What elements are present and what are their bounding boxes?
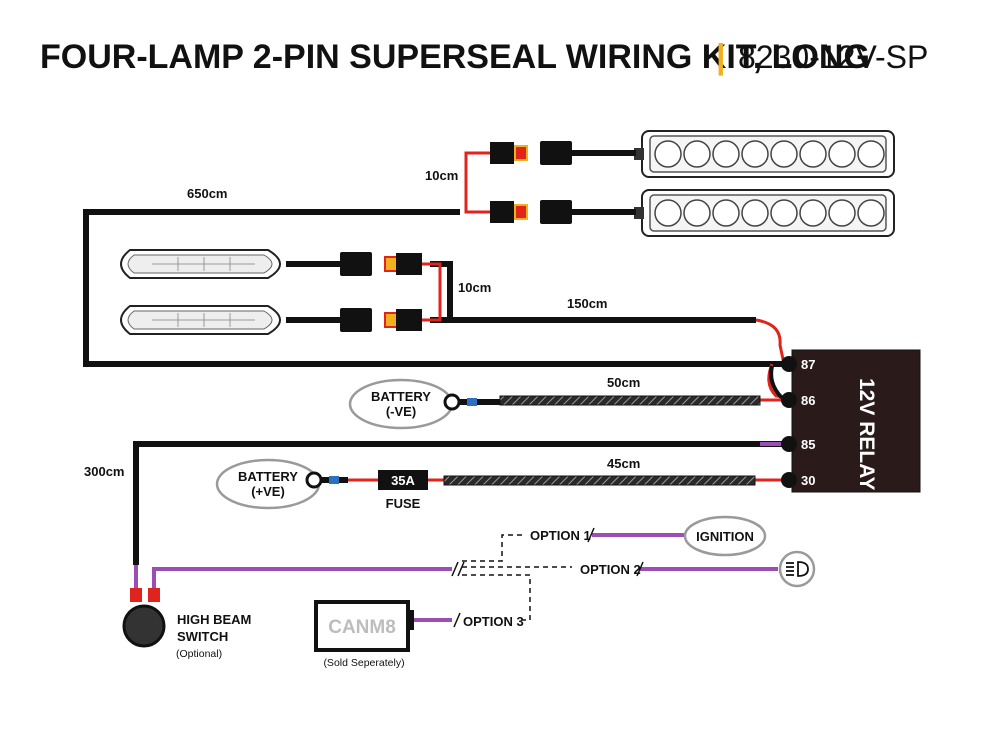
relay-label: 12V RELAY <box>855 378 878 490</box>
length-battery-positive: 45cm <box>607 456 640 471</box>
purple-wires <box>134 442 792 622</box>
superseal-connector-icon <box>340 308 422 332</box>
battery-negative-line2: (-VE) <box>386 404 416 419</box>
light-bar-top-1 <box>634 130 895 178</box>
light-bar-top-2 <box>634 189 895 237</box>
fuse-rating: 35A <box>391 473 415 488</box>
sleeve-battery-negative <box>499 395 761 406</box>
superseal-connector-icon <box>490 141 572 165</box>
relay-pin-87-label: 87 <box>801 357 815 372</box>
switch-label-line2: SWITCH <box>177 629 228 644</box>
sleeve-battery-positive <box>443 475 756 486</box>
relay-pin-87: 87 <box>781 356 815 372</box>
switch-label-line1: HIGH BEAM <box>177 612 251 627</box>
length-switch-lead: 300cm <box>84 464 124 479</box>
lamp-lower-2 <box>120 305 281 335</box>
switch-note: (Optional) <box>176 648 222 660</box>
superseal-connector-icon <box>340 252 422 276</box>
battery-negative-line1: BATTERY <box>371 389 431 404</box>
option-1-label: OPTION 1 <box>530 528 591 543</box>
battery-positive: BATTERY (+VE) <box>215 458 348 510</box>
high-beam-indicator <box>778 550 816 588</box>
ring-terminal-icon <box>443 393 500 411</box>
battery-negative: BATTERY (-VE) <box>348 378 500 430</box>
length-main-loop: 650cm <box>187 186 227 201</box>
relay-pin-85: 85 <box>781 436 815 452</box>
relay: 87 86 85 30 12V RELAY <box>781 349 921 493</box>
title-main: FOUR-LAMP 2-PIN SUPERSEAL WIRING KIT, LO… <box>40 38 870 76</box>
option-2-label: OPTION 2 <box>580 562 641 577</box>
relay-pin-86-label: 86 <box>801 393 815 408</box>
length-top-split: 10cm <box>425 168 458 183</box>
canm8-module: CANM8 (Sold Seperately) <box>314 600 414 669</box>
title-separator: | <box>716 38 726 76</box>
lamp-lower-1 <box>120 249 281 279</box>
ring-terminal-icon <box>305 471 348 489</box>
ignition-label: IGNITION <box>696 529 754 544</box>
length-lower-split: 10cm <box>458 280 491 295</box>
superseal-connector-icon <box>490 200 572 224</box>
title-code: 8230-12V-SP <box>738 39 928 75</box>
ignition-source: IGNITION <box>683 515 767 557</box>
canm8-label: CANM8 <box>328 617 396 638</box>
length-relay-feed: 150cm <box>567 296 607 311</box>
battery-positive-line2: (+VE) <box>251 484 285 499</box>
fuse: 35A FUSE <box>378 470 428 511</box>
option-3-label: OPTION 3 <box>463 614 524 629</box>
relay-pin-30-label: 30 <box>801 473 815 488</box>
connectors <box>340 141 572 332</box>
canm8-note: (Sold Seperately) <box>323 657 404 669</box>
page-title: FOUR-LAMP 2-PIN SUPERSEAL WIRING KIT, LO… <box>40 38 928 76</box>
high-beam-icon <box>786 561 809 577</box>
option-dashed-lines <box>451 527 644 628</box>
fuse-label: FUSE <box>386 496 421 511</box>
battery-positive-line1: BATTERY <box>238 469 298 484</box>
length-battery-negative: 50cm <box>607 375 640 390</box>
relay-pin-85-label: 85 <box>801 437 815 452</box>
relay-pin-86: 86 <box>781 392 815 408</box>
braided-sleeves <box>443 395 761 486</box>
relay-pin-30: 30 <box>781 472 815 488</box>
high-beam-switch: HIGH BEAM SWITCH (Optional) <box>122 588 251 660</box>
